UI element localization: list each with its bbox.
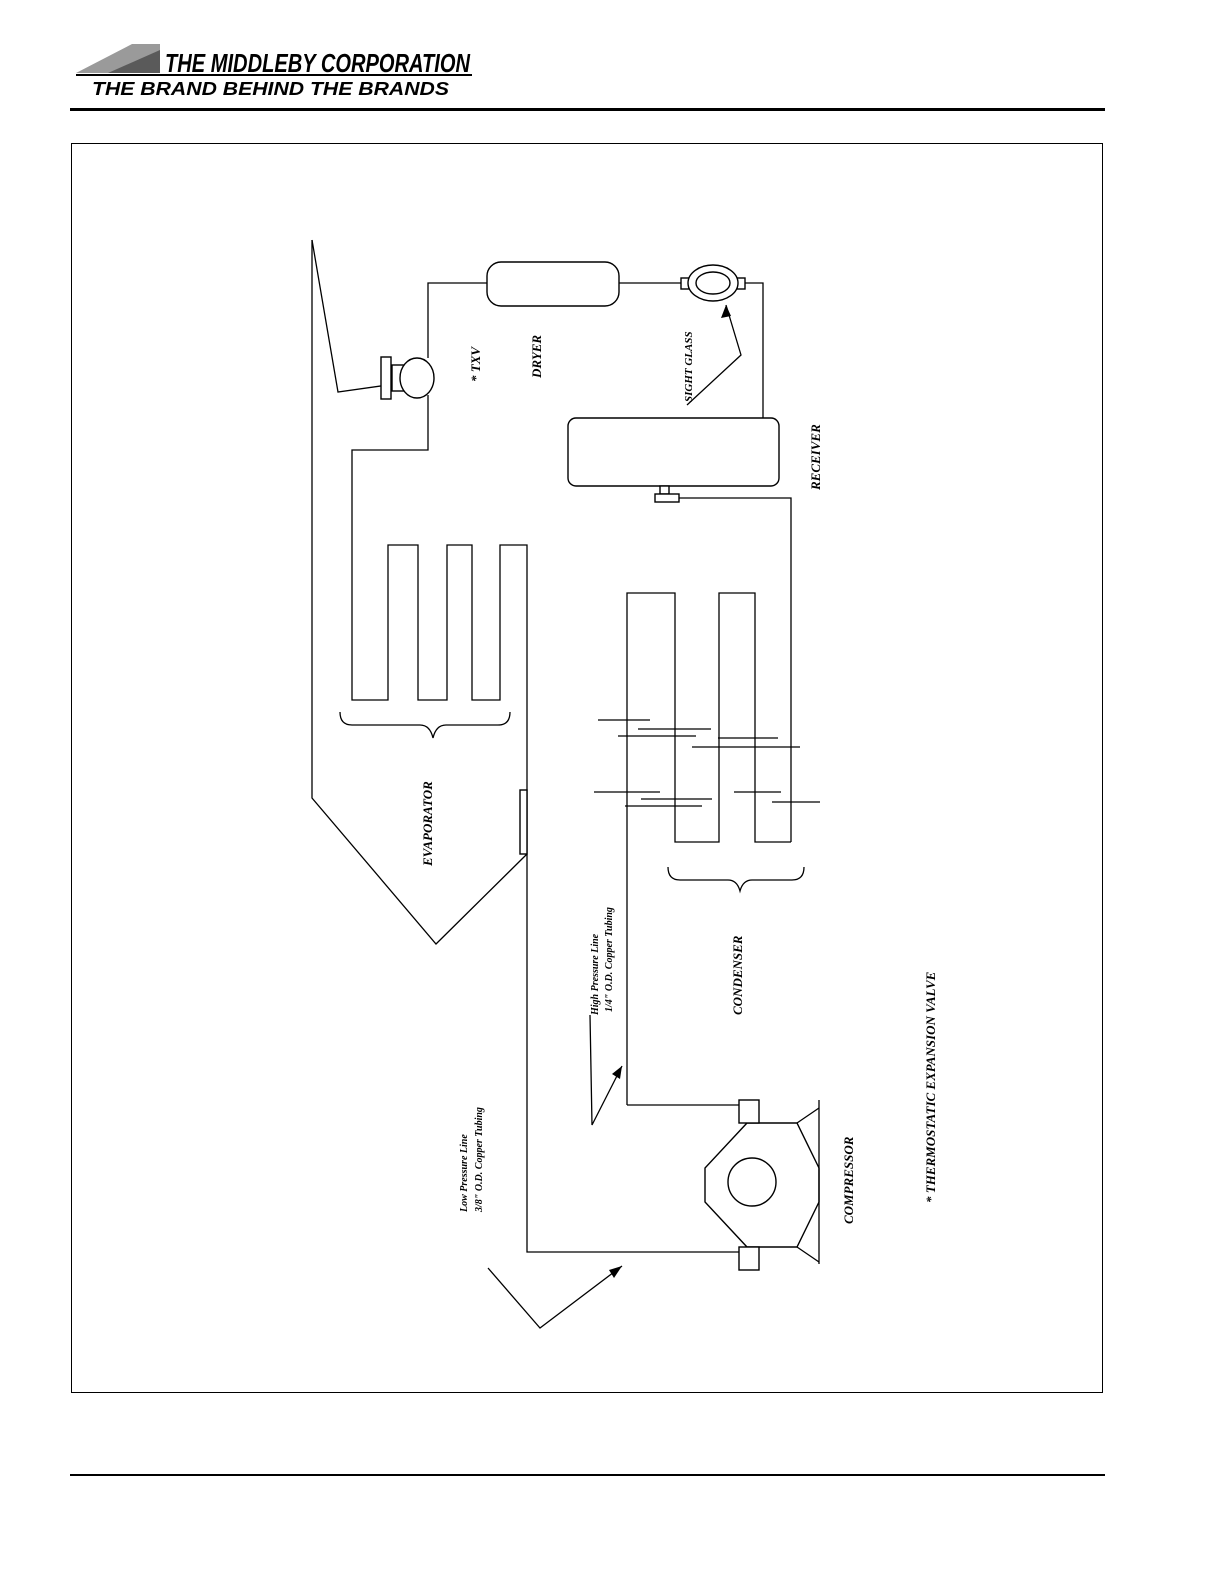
dryer-canister [487, 262, 619, 306]
low-pressure-leader [488, 1266, 622, 1328]
sightglass-to-receiver-pipe [745, 283, 763, 418]
receiver-tank [568, 418, 779, 486]
txv-valve-icon [400, 358, 434, 398]
receiver-fitting [655, 494, 679, 502]
label-condenser: CONDENSER [730, 935, 745, 1015]
label-compressor: COMPRESSOR [841, 1136, 856, 1224]
txv-to-dryer-pipe [428, 283, 487, 358]
compressor-icon [705, 1100, 819, 1270]
footnote-thermostatic-expansion-valve: * THERMOSTATIC EXPANSION VALVE [923, 971, 938, 1203]
footer-divider [70, 1474, 1105, 1476]
label-high-pressure-line: High Pressure Line [590, 933, 601, 1016]
label-high-pressure-tubing: 1/4" O.D. Copper Tubing [604, 907, 615, 1012]
evaporator-brace [340, 712, 510, 738]
evaporator-coil [352, 545, 527, 854]
label-sight-glass: SIGHT GLASS [683, 331, 695, 402]
label-evaporator: EVAPORATOR [420, 781, 435, 867]
label-dryer: DRYER [529, 335, 544, 379]
condenser-coil [627, 593, 791, 1105]
high-pressure-arrowhead [612, 1066, 622, 1079]
receiver-to-condenser-pipe [679, 498, 791, 842]
label-low-pressure-line: Low Pressure Line [459, 1134, 470, 1213]
evaporator-outlet-fitting [520, 790, 527, 854]
label-low-pressure-tubing: 3/8" O.D. Copper Tubing [474, 1107, 485, 1213]
label-txv: * TXV [468, 346, 483, 382]
condenser-fins [594, 720, 820, 806]
low-pressure-arrowhead [609, 1266, 622, 1278]
sight-glass-arrowhead [721, 305, 731, 318]
label-receiver: RECEIVER [808, 424, 823, 491]
txv-bulb-line [312, 240, 388, 392]
sight-glass-leader [687, 305, 741, 405]
txv-body [381, 357, 391, 399]
evaporator-inlet-pipe [352, 395, 428, 592]
receiver-fitting-stem [660, 486, 669, 494]
condenser-brace [668, 867, 804, 891]
sight-glass-window [696, 272, 730, 294]
